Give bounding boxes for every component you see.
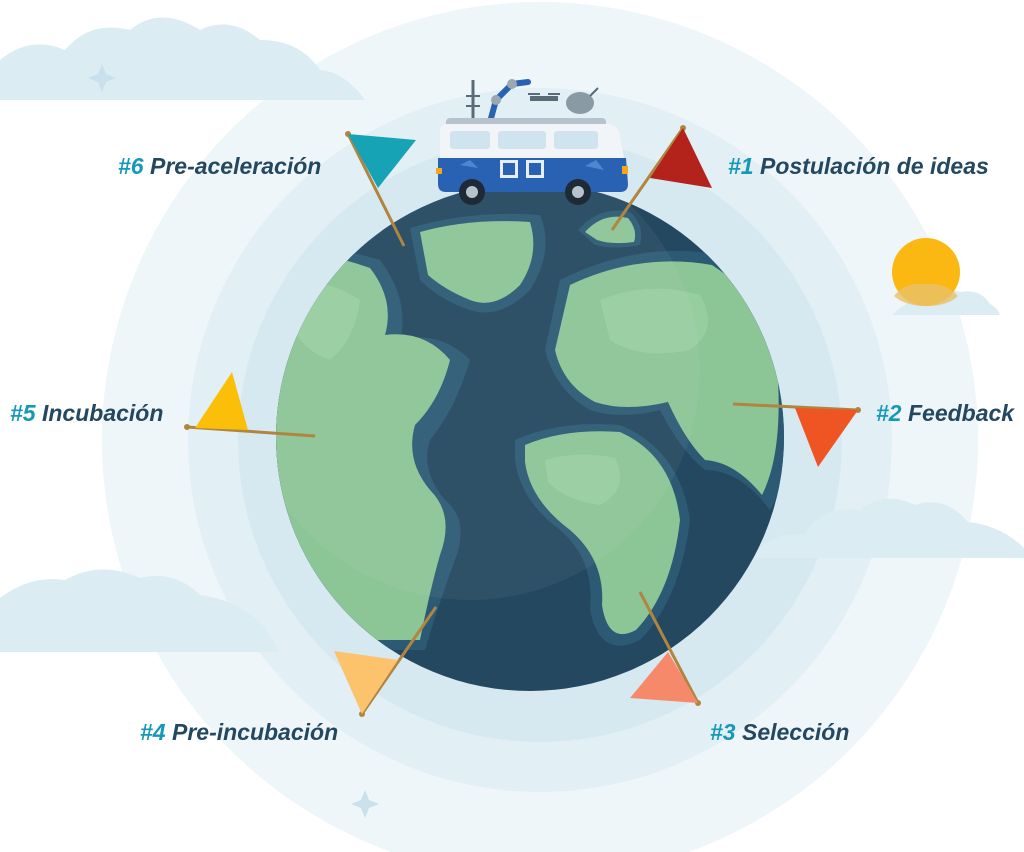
flag-1 [610,125,712,231]
stage-number: #1 [728,153,754,179]
stage-name: Selección [741,719,850,745]
stage-label-6: #6 Pre-aceleración [118,155,321,178]
camper-van-icon [436,79,628,205]
stage-name: Pre-incubación [171,719,339,745]
flag-6 [345,131,416,247]
stage-number: #2 [876,400,902,426]
stage-name: Pre-aceleración [149,153,322,179]
cloud-bottom-left [0,569,278,652]
stage-label-4: #4 Pre-incubación [140,721,338,744]
sparkle-icon [88,64,116,92]
flag-4 [334,606,438,717]
flag-3 [630,591,701,706]
stage-label-3: #3 Selección [710,721,849,744]
sun-icon [892,238,960,306]
cloud-right [752,498,1024,558]
sparkle-icon [351,790,379,818]
stage-number: #4 [140,719,166,745]
stage-name: Postulación de ideas [759,153,989,179]
stage-number: #5 [10,400,36,426]
stage-number: #6 [118,153,144,179]
stage-name: Incubación [41,400,164,426]
cloud-top-left [0,17,365,100]
globe [276,183,784,691]
flag-5 [184,372,316,438]
stage-number: #3 [710,719,736,745]
stage-name: Feedback [907,400,1015,426]
stage-label-2: #2 Feedback [876,402,1014,425]
stage-label-1: #1 Postulación de ideas [728,155,989,178]
flag-2 [732,402,861,467]
stage-label-5: #5 Incubación [10,402,163,425]
